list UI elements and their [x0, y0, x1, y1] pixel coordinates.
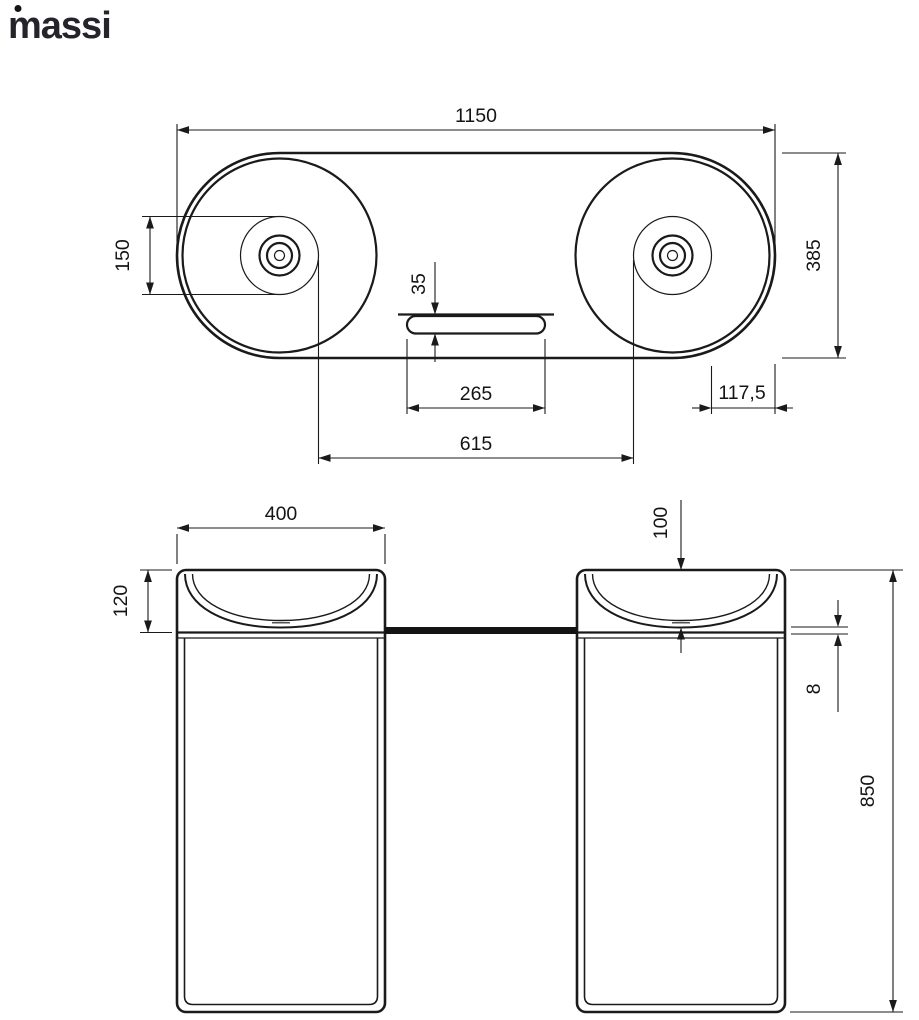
dim-basin-width: 400: [176, 503, 386, 564]
drain-flat-circle-left: [239, 215, 320, 296]
bowl-right: [574, 157, 771, 354]
dim-overall-depth-label: 385: [803, 239, 825, 272]
drain-left: [258, 234, 301, 277]
dim-shelf-thickness: 8: [791, 600, 848, 712]
pedestal-right-inner-wall: [583, 638, 779, 1006]
basin-top-outline: [175, 151, 777, 360]
dim-drain-circle-diameter: 150: [112, 215, 278, 296]
dim-bowl-depth-label: 100: [650, 507, 672, 540]
drain-flat-circle-right: [632, 215, 713, 296]
dim-overflow-width: 265: [406, 339, 546, 414]
drain-right: [651, 234, 694, 277]
dim-basin-width-label: 400: [265, 503, 298, 525]
dim-drain-circle-diameter-label: 150: [112, 239, 134, 272]
dim-overall-width-label: 1150: [455, 105, 497, 127]
dim-edge-offset-label: 117,5: [718, 382, 766, 404]
dim-drain-spacing: 615: [317, 260, 635, 464]
pedestal-left: [175, 568, 387, 1014]
pedestal-left-inner-wall: [183, 638, 379, 1006]
bowl-section-right: [584, 573, 778, 629]
dim-drain-spacing-label: 615: [460, 433, 493, 455]
dim-overall-width: 1150: [176, 105, 776, 246]
brand-logo-dot: [14, 5, 22, 12]
dim-overflow-width-label: 265: [460, 383, 493, 405]
overflow-slot: [398, 313, 554, 335]
front-view: 400 120 100 8: [110, 500, 903, 1014]
dim-overflow-height: 35: [408, 262, 439, 362]
dim-shelf-thickness-label: 8: [803, 684, 825, 695]
dim-overflow-height-label: 35: [408, 273, 430, 295]
bowl-left: [181, 157, 378, 354]
connecting-shelf: [385, 627, 577, 634]
dim-rim-height-label: 120: [110, 585, 132, 618]
dim-total-height: 850: [790, 569, 903, 1013]
dim-overall-depth: 385: [782, 152, 846, 359]
dim-bowl-depth: 100: [650, 500, 685, 653]
dim-rim-height: 120: [110, 569, 172, 634]
brand-logo-text: massi: [8, 5, 111, 47]
bowl-section-left: [184, 573, 378, 629]
dim-edge-offset: 117,5: [692, 364, 793, 414]
top-view: 1150 385 150 35: [112, 105, 846, 464]
brand-logo: massi: [8, 5, 112, 47]
pedestal-left-outline: [175, 568, 387, 1014]
dim-total-height-label: 850: [857, 775, 879, 808]
